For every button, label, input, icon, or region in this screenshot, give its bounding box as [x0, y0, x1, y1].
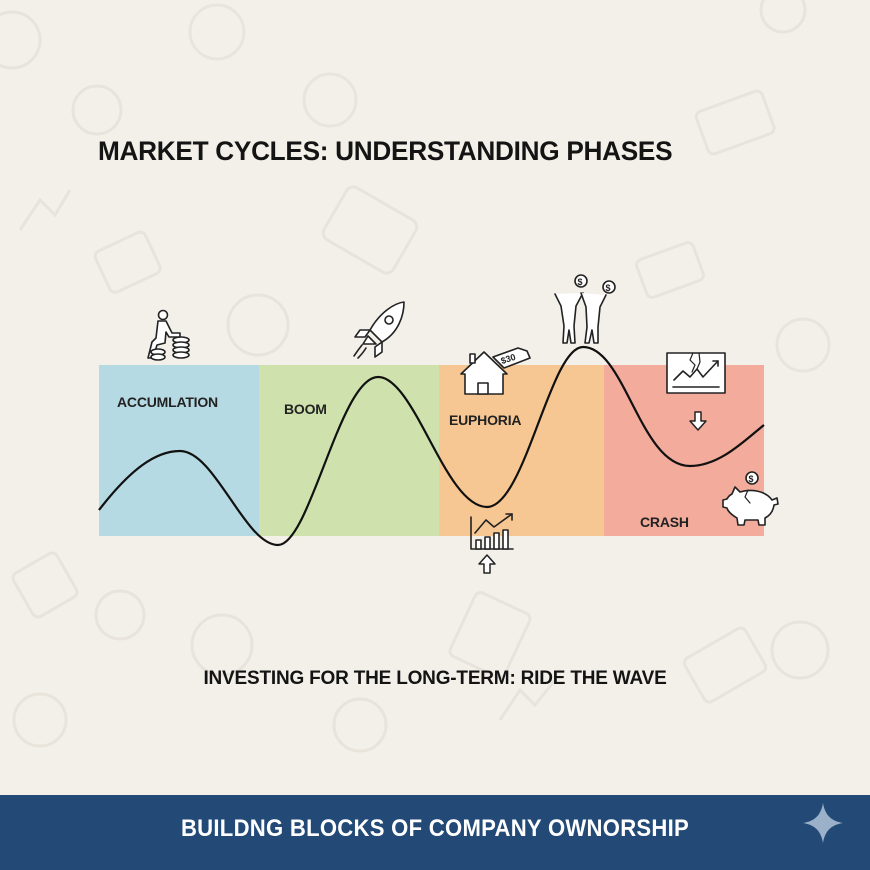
sparkle-icon: [803, 803, 843, 843]
down-arrow-icon: [689, 411, 707, 431]
celebrating-people-icon: $ $: [554, 274, 616, 344]
svg-text:$: $: [749, 474, 754, 484]
background-pattern: [0, 0, 831, 753]
svg-text:$: $: [606, 283, 611, 293]
subtitle: INVESTING FOR THE LONG-TERM: RIDE THE WA…: [203, 668, 667, 689]
person-stacking-coins-icon: [147, 309, 190, 361]
svg-text:$: $: [578, 277, 583, 287]
up-arrow-icon: [478, 554, 496, 574]
broken-piggy-bank-icon: $: [722, 471, 779, 526]
phase-label-euphoria: EUPHORIA: [449, 412, 522, 428]
phase-band-boom: [259, 365, 439, 536]
phase-label-boom: BOOM: [284, 401, 327, 417]
footer-banner: BUILDNG BLOCKS OF COMPANY OWNORSHIP: [0, 795, 870, 870]
market-cycle-diagram: $30 $ $ $: [98, 274, 779, 574]
rising-bar-chart-icon: [470, 513, 514, 550]
market-wave-line: [98, 345, 765, 547]
phase-label-accumulation: ACCUMLATION: [117, 394, 218, 410]
footer-text: BUILDNG BLOCKS OF COMPANY OWNORSHIP: [180, 815, 690, 842]
page-title: MARKET CYCLES: UNDERSTANDING PHASES: [98, 136, 673, 166]
house-price-tag-icon: $30: [460, 347, 531, 395]
price-tag-text: $30: [499, 352, 516, 366]
phase-label-crash: CRASH: [640, 514, 689, 530]
phase-band-euphoria: [439, 365, 604, 536]
rocket-icon: [353, 301, 405, 359]
broken-chart-icon: [666, 352, 726, 394]
